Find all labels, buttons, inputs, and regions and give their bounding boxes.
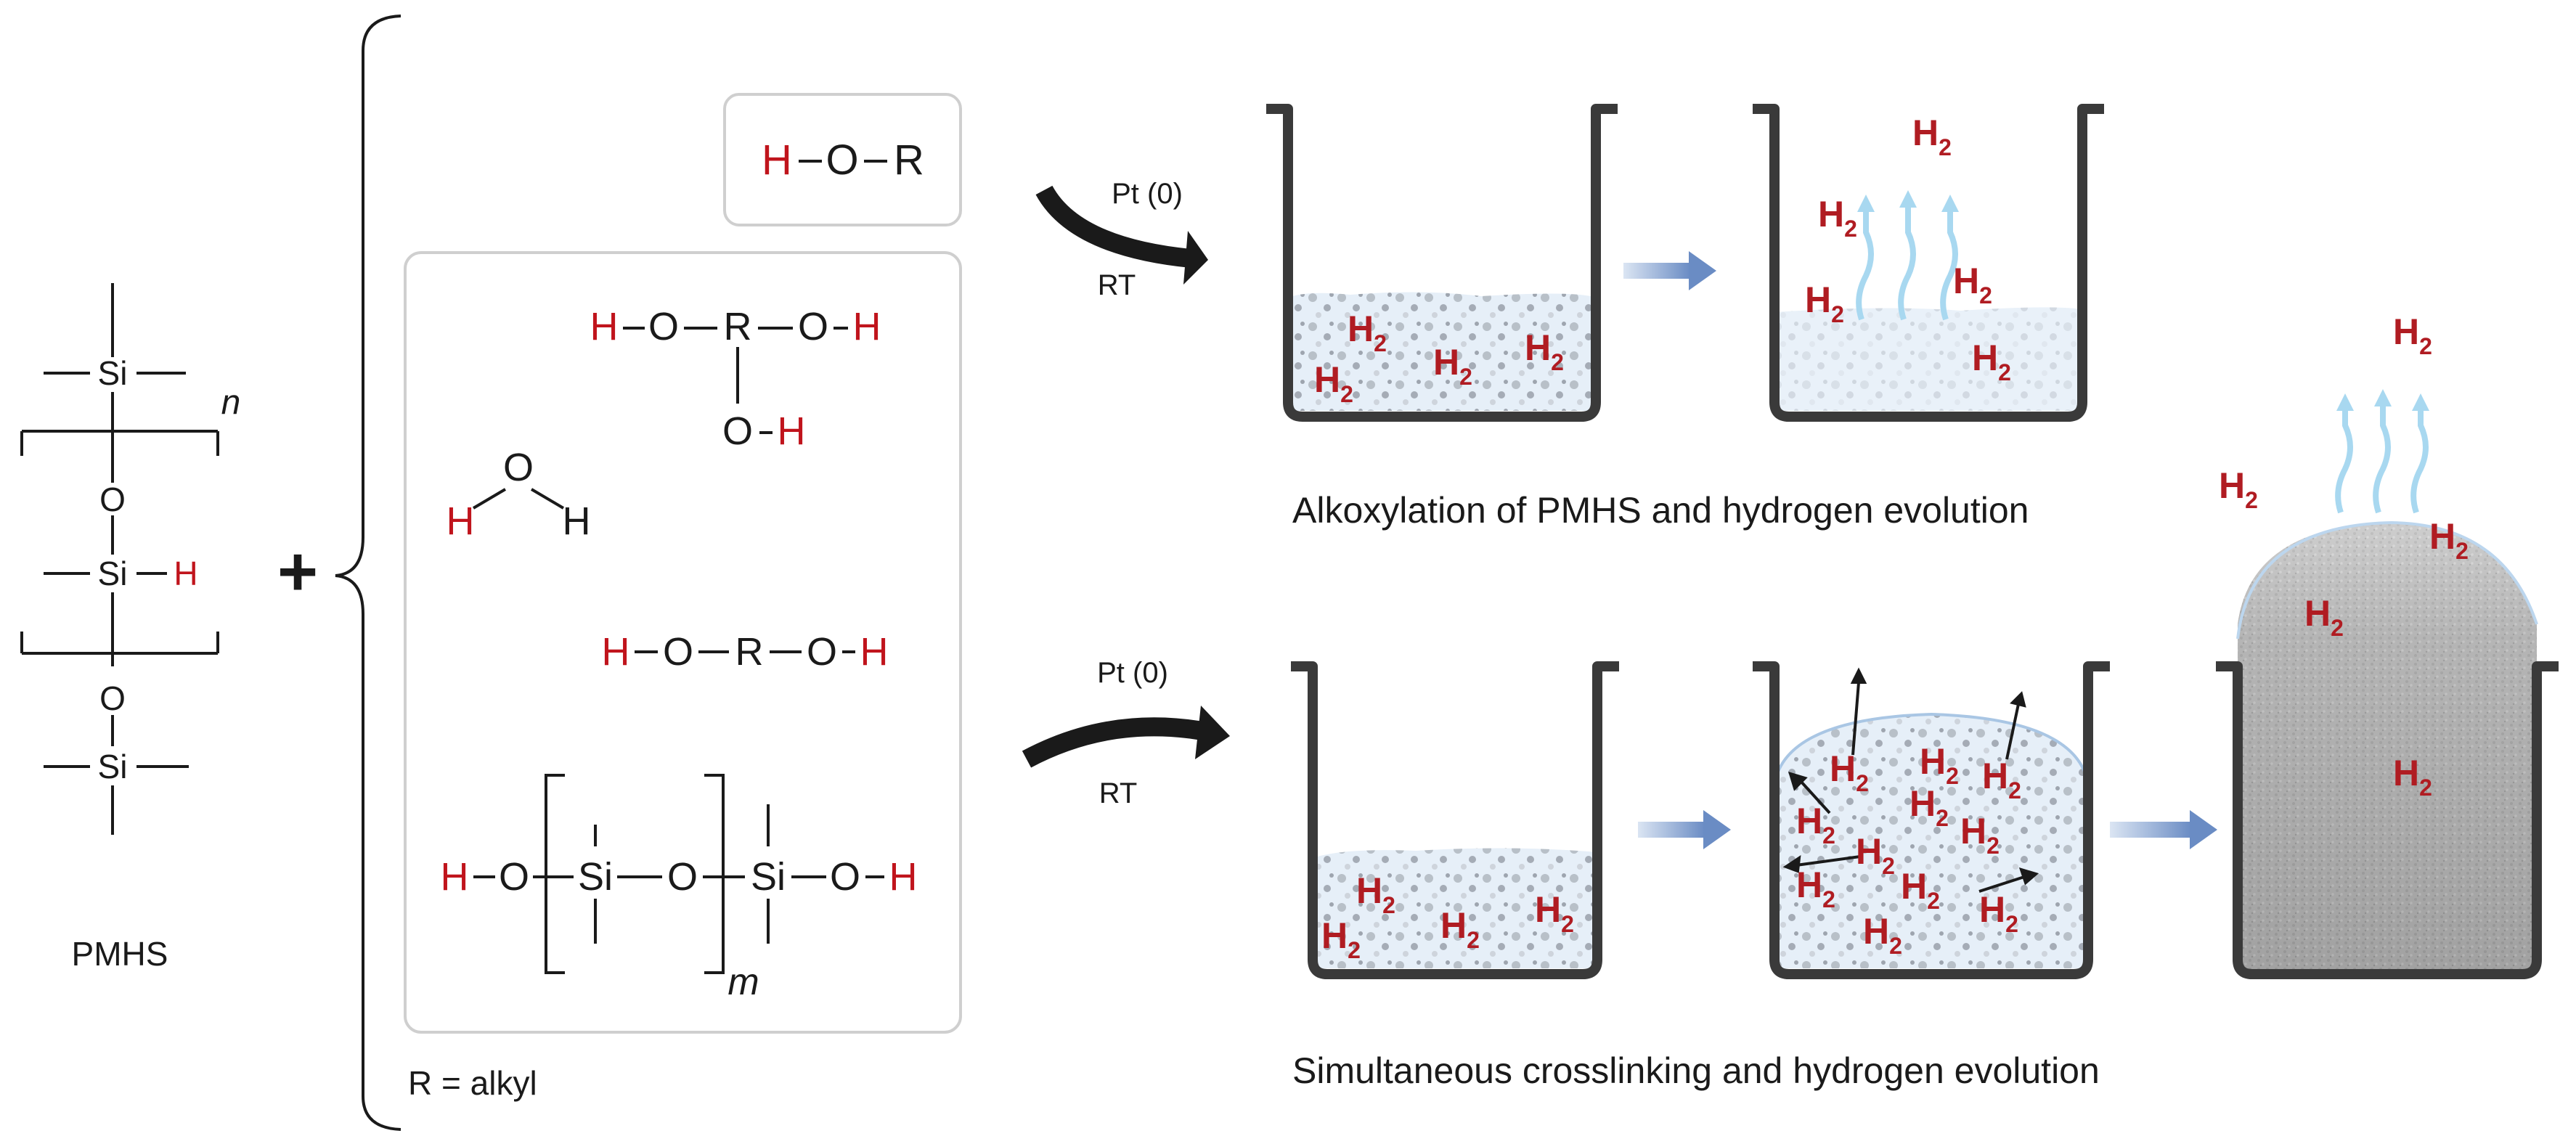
h2-label: H2 [1796, 801, 1835, 849]
pmhs-si-top: Si [98, 354, 128, 392]
pmhs-o-lower: O [99, 679, 126, 717]
h2-label: H2 [1805, 279, 1844, 327]
process-arrow-top [1623, 251, 1716, 290]
svg-text:O: O [663, 630, 693, 674]
expansion-arrows [1782, 667, 2039, 893]
process-arrow-bottom-2 [2110, 810, 2217, 849]
h2-label: H2 [1979, 889, 2018, 937]
alcohol-structure: H O R [762, 136, 924, 184]
svg-text:H: H [447, 499, 475, 543]
svg-text:H: H [853, 305, 881, 348]
pmhs-h: H [174, 555, 197, 592]
svg-text:O: O [499, 855, 529, 899]
pmhs-si-middle: Si [98, 555, 128, 592]
polyol-box [404, 251, 962, 1034]
svg-text:Si: Si [578, 855, 613, 899]
beaker-bottom-1 [1291, 661, 1619, 979]
beaker-top-1 [1266, 104, 1618, 422]
h2-label: H2 [1348, 309, 1387, 356]
silanol-m-subscript: m [727, 961, 759, 1003]
h2-label: H2 [1440, 905, 1480, 953]
alcohol-box [723, 93, 962, 226]
bottom-reaction-arrow [1022, 706, 1230, 768]
h2-label: H2 [1912, 113, 1952, 160]
h2-label: H2 [1535, 889, 1574, 937]
pmhs-si-bottom: Si [98, 748, 128, 785]
h2-label: H2 [1901, 866, 1940, 914]
foam-beaker [2216, 520, 2559, 979]
h2-labels: H2 H2 H2 H2 H2 H2 H2 H2 H2 H2 H2 H2 H2 H… [1314, 113, 2469, 963]
diol-structure: H O R O H [602, 630, 889, 674]
svg-text:O: O [503, 446, 534, 489]
h2-label: H2 [1818, 194, 1857, 242]
h2-label: H2 [1525, 327, 1564, 375]
bottom-condition-label: RT [1099, 777, 1138, 809]
gas-arrows-top [1856, 205, 1958, 321]
svg-text:H: H [889, 855, 918, 899]
top-reaction-arrow [1035, 185, 1208, 285]
h2-label: H2 [1863, 911, 1902, 959]
h2-label: H2 [1796, 865, 1835, 912]
caption-top: Alkoxylation of PMHS and hydrogen evolut… [1292, 490, 2029, 531]
svg-text:H: H [441, 855, 469, 899]
h2-label: H2 [1856, 831, 1895, 879]
process-arrow-bottom-1 [1638, 810, 1731, 849]
svg-text:H: H [762, 136, 792, 184]
water-structure: O H H [447, 446, 591, 543]
bottom-catalyst-label: Pt (0) [1097, 657, 1168, 689]
top-catalyst-label: Pt (0) [1112, 178, 1183, 210]
h2-label: H2 [1909, 783, 1949, 831]
beaker-bottom-2 [1753, 661, 2110, 979]
caption-bottom: Simultaneous crosslinking and hydrogen e… [1292, 1050, 2100, 1091]
h2-label: H2 [1433, 342, 1472, 390]
pmhs-o-upper: O [99, 481, 126, 518]
h2-label: H2 [1321, 915, 1361, 963]
svg-text:H: H [602, 630, 630, 674]
gas-arrow-heads-top [1857, 190, 1959, 212]
svg-text:O: O [830, 855, 860, 899]
svg-text:H: H [778, 409, 806, 453]
h2-label: H2 [1920, 741, 1959, 789]
curly-brace [335, 15, 402, 1131]
h2-label: H2 [2219, 465, 2258, 513]
gas-arrow-heads-foam [2336, 389, 2429, 411]
beaker-top-2 [1753, 104, 2104, 422]
svg-text:O: O [807, 630, 837, 674]
svg-text:H: H [590, 305, 619, 348]
h2-label: H2 [1314, 359, 1353, 407]
h2-label: H2 [1830, 748, 1869, 796]
pmhs-label: PMHS [72, 935, 168, 973]
svg-text:O: O [798, 305, 828, 348]
h2-label: H2 [2304, 593, 2344, 641]
h2-label: H2 [1972, 338, 2011, 385]
svg-text:O: O [648, 305, 679, 348]
svg-text:Si: Si [751, 855, 786, 899]
h2-label: H2 [2429, 516, 2469, 564]
gas-arrows-foam [2335, 404, 2429, 514]
pmhs-n-subscript: n [221, 383, 241, 422]
r-definition: R = alkyl [408, 1064, 537, 1102]
pmhs-structure [20, 283, 219, 835]
silanol-structure: H O Si O m Si O H [441, 774, 918, 1003]
plus-sign: + [277, 533, 318, 610]
svg-text:R: R [724, 305, 752, 348]
svg-text:R: R [894, 136, 924, 184]
top-condition-label: RT [1098, 269, 1136, 301]
h2-label: H2 [1953, 261, 1992, 309]
svg-text:H: H [860, 630, 889, 674]
svg-text:R: R [735, 630, 764, 674]
svg-text:O: O [667, 855, 698, 899]
h2-label: H2 [2393, 753, 2432, 801]
svg-text:O: O [722, 409, 753, 453]
h2-label: H2 [2393, 311, 2432, 359]
svg-text:H: H [563, 499, 591, 543]
triol-structure: H O R O H O H [590, 305, 881, 453]
h2-label: H2 [1960, 811, 2000, 859]
svg-text:O: O [826, 136, 858, 184]
h2-label: H2 [1982, 756, 2021, 804]
h2-label: H2 [1356, 870, 1395, 918]
